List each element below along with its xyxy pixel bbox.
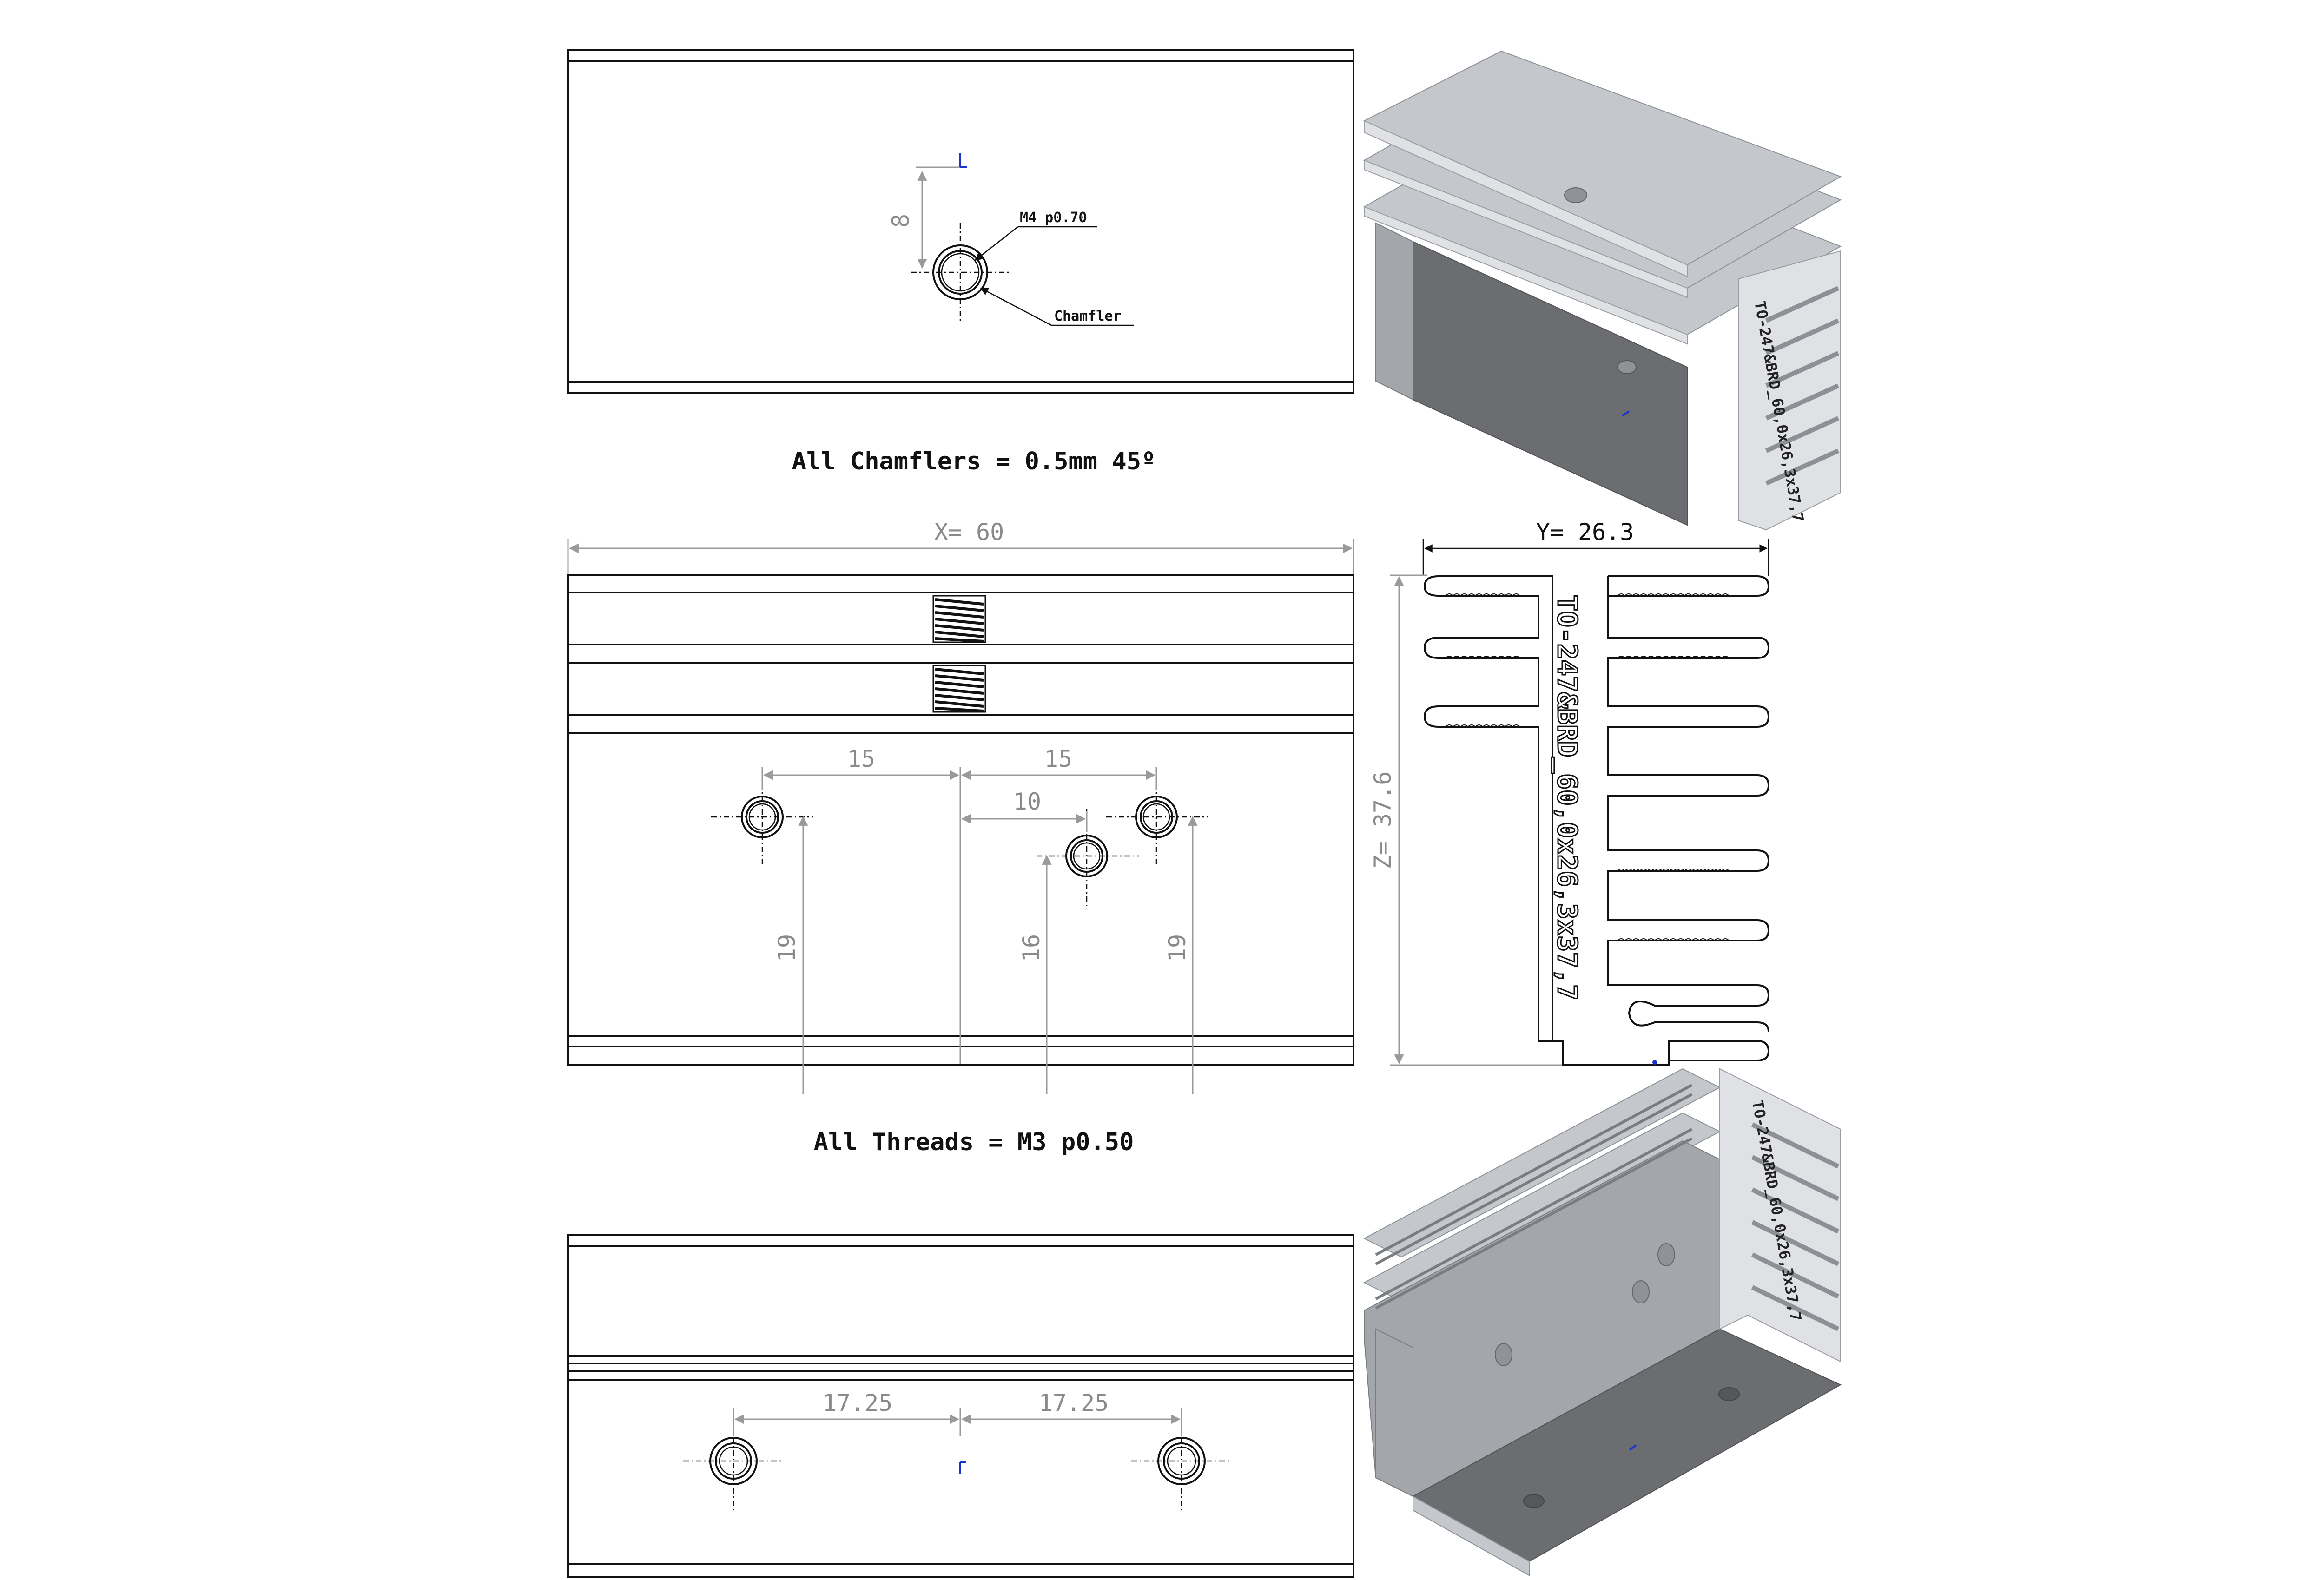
iso-view-top: TO-247&BRD_60,0x26,3x37,7 — [1363, 50, 1842, 531]
dim-16-text: 16 — [1018, 934, 1045, 962]
dim-x-text: X= 60 — [934, 519, 1004, 546]
top-view-outline — [567, 49, 1354, 394]
dim-15-right-text: 15 — [1044, 745, 1072, 772]
axis-marker-iso-bottom — [1629, 1444, 1637, 1451]
top-view: 8 M4 p0.70 Chamfler — [567, 49, 1354, 394]
dim-y-text: Y= 26.3 — [1536, 519, 1634, 546]
axis-marker-bottom — [959, 1461, 966, 1474]
profile-view: Y= 26.3 Z= 37.6 TO-247&BRD_60,0x26,3x37,… — [1369, 519, 1770, 1066]
thread-callout: M4 p0.70 — [974, 210, 1097, 261]
m4-threaded-hole — [911, 223, 1010, 322]
dim-10-text: 10 — [1013, 788, 1041, 815]
dim-x-60: X= 60 — [567, 519, 1354, 574]
dim-z-text: Z= 37.6 — [1369, 771, 1396, 869]
chamfer-note: All Chamflers = 0.5mm 45º — [792, 448, 1156, 475]
dims-bottom: 17.25 17.25 — [733, 1389, 1182, 1436]
bottom-view: 17.25 17.25 — [567, 1234, 1354, 1578]
axis-marker-profile — [1652, 1060, 1657, 1065]
chamfer-callout: Chamfler — [980, 287, 1134, 326]
dim-17-25-right-text: 17.25 — [1039, 1389, 1109, 1416]
axis-marker-iso-top — [1621, 410, 1630, 417]
front-view: X= 60 — [567, 519, 1354, 1094]
bottom-view-outline — [567, 1234, 1354, 1578]
heatsink-profile-outline — [1439, 575, 1770, 1066]
thread-section-upper — [932, 595, 986, 643]
threads-note: All Threads = M3 p0.50 — [814, 1128, 1134, 1156]
dim-8-vertical: 8 — [887, 166, 964, 269]
hole-middle — [1037, 809, 1139, 906]
dim-8-text: 8 — [887, 214, 914, 228]
dim-19-left-text: 19 — [773, 934, 800, 962]
axis-marker-top — [959, 153, 967, 168]
thread-section-lower — [932, 665, 986, 713]
dim-17-25-left-text: 17.25 — [823, 1389, 893, 1416]
heatsink-profile-left-fins — [1423, 575, 1609, 1042]
dim-y-26-3: Y= 26.3 — [1422, 519, 1769, 576]
thread-callout-text: M4 p0.70 — [1020, 210, 1087, 226]
dim-19-right-text: 19 — [1164, 934, 1191, 962]
dim-z-37-6: Z= 37.6 — [1369, 574, 1655, 1066]
dim-15-left-text: 15 — [847, 745, 875, 772]
fin-serrations — [1445, 593, 1730, 941]
front-view-outline — [567, 574, 1354, 1066]
dims-front: 15 15 10 19 16 19 — [761, 745, 1198, 1094]
chamfer-callout-text: Chamfler — [1054, 308, 1122, 324]
iso-view-bottom: TO-247&BRD_60,0x26,3x37,7 — [1363, 1068, 1842, 1576]
profile-engraving: TO-247&BRD_60,0x26,3x37,7 — [1552, 595, 1583, 1001]
